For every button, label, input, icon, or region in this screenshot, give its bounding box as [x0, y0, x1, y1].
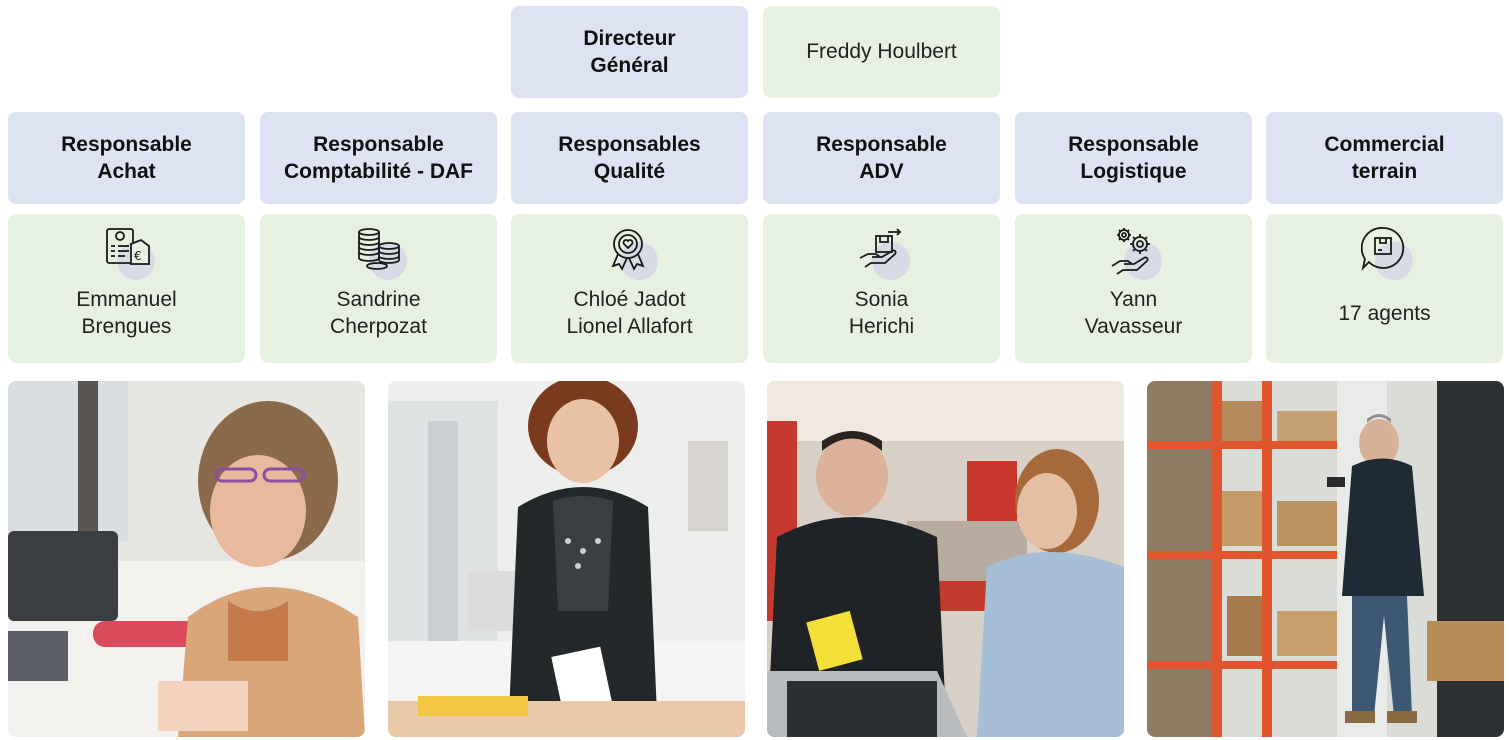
director-name: Freddy Houlbert: [806, 40, 957, 63]
gears-hand-icon: [1102, 224, 1166, 284]
role-title: Responsable Comptabilité - DAF: [284, 133, 473, 183]
svg-text:€: €: [134, 249, 142, 263]
person-card-logistique: Yann Vavasseur: [1015, 214, 1252, 363]
role-title: Commercial terrain: [1324, 133, 1445, 183]
chat-package-icon: [1353, 224, 1417, 284]
person-card-achat: € Emmanuel Brengues: [8, 214, 245, 363]
invoice-euro-icon: €: [95, 224, 159, 284]
role-title-box-achat: Responsable Achat: [8, 112, 245, 204]
director-name-box: Freddy Houlbert: [763, 6, 1000, 98]
role-title-box-logistique: Responsable Logistique: [1015, 112, 1252, 204]
role-title: Responsable Achat: [61, 133, 192, 183]
director-title-box: Directeur Général: [511, 6, 748, 98]
photo-warehouse-worker: [1147, 381, 1504, 737]
person-names: Yann Vavasseur: [1084, 288, 1183, 338]
person-card-commercial: 17 agents: [1266, 214, 1503, 363]
role-title: Responsables Qualité: [558, 133, 701, 183]
role-title-box-daf: Responsable Comptabilité - DAF: [260, 112, 497, 204]
person-card-qualite: Chloé Jadot Lionel Allafort: [511, 214, 748, 363]
director-title: Directeur Général: [583, 27, 676, 77]
person-names: Sonia Herichi: [848, 288, 915, 338]
role-title: Responsable ADV: [816, 133, 947, 183]
role-title-box-qualite: Responsables Qualité: [511, 112, 748, 204]
coins-icon: [347, 224, 411, 284]
role-title: Responsable Logistique: [1068, 133, 1199, 183]
person-names: Emmanuel Brengues: [76, 288, 177, 338]
role-title-box-commercial: Commercial terrain: [1266, 112, 1503, 204]
role-title-box-adv: Responsable ADV: [763, 112, 1000, 204]
person-names: Sandrine Cherpozat: [330, 288, 427, 338]
person-names: 17 agents: [1338, 302, 1431, 325]
person-names: Chloé Jadot Lionel Allafort: [566, 288, 693, 338]
quality-badge-icon: [598, 224, 662, 284]
photo-smiling-woman: [388, 381, 745, 737]
photo-restaurant-meeting: [767, 381, 1124, 737]
person-card-daf: Sandrine Cherpozat: [260, 214, 497, 363]
package-hand-icon: [850, 224, 914, 284]
person-card-adv: Sonia Herichi: [763, 214, 1000, 363]
photo-office-woman: [8, 381, 365, 737]
